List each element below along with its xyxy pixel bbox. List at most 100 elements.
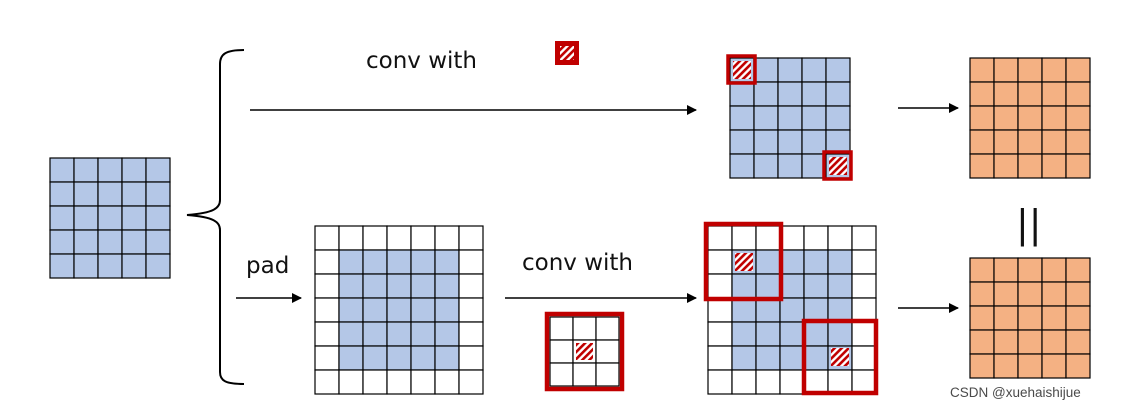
grid-cell: [1041, 257, 1067, 283]
grid-cell: [969, 153, 995, 179]
grid-cell: [755, 225, 781, 251]
grid-cell: [827, 225, 853, 251]
grid-cell: [458, 345, 484, 371]
grid-cell: [1065, 329, 1091, 355]
grid-cell: [73, 157, 99, 183]
grid-cell: [969, 329, 995, 355]
conv-with-label-top: conv with: [366, 48, 477, 74]
grid-cell: [827, 321, 853, 347]
grid-cell: [1065, 281, 1091, 307]
grid-cell: [410, 273, 436, 299]
kernel-window-top-left: [703, 221, 784, 302]
grid-cell: [458, 249, 484, 275]
grid-cell: [458, 321, 484, 347]
hatched-cell: [576, 343, 593, 360]
grid-cell: [993, 257, 1019, 283]
pad-label: pad: [246, 253, 289, 279]
grid-cell: [1017, 281, 1043, 307]
grid-cell: [1017, 329, 1043, 355]
grid-cell: [993, 105, 1019, 131]
grid-cell: [386, 345, 412, 371]
grid-cell: [49, 253, 75, 279]
grid-cell: [1017, 129, 1043, 155]
grid-cell: [969, 353, 995, 379]
grid-cell: [595, 339, 620, 364]
grid-cell: [803, 369, 829, 395]
grid-cell: [803, 225, 829, 251]
grid-cell: [362, 297, 388, 323]
grid-cell: [73, 253, 99, 279]
grid-cell: [362, 369, 388, 395]
grid-cell: [362, 345, 388, 371]
branch-bracket: [186, 49, 245, 385]
grid-cell: [338, 297, 364, 323]
grid-cell: [779, 273, 805, 299]
grid-cell: [314, 321, 340, 347]
grid-cell: [1041, 105, 1067, 131]
grid-cell: [1041, 281, 1067, 307]
grid-cell: [777, 153, 803, 179]
grid-cell: [458, 297, 484, 323]
grid-cell: [338, 321, 364, 347]
grid-cell: [549, 339, 574, 364]
grid-cell: [1065, 305, 1091, 331]
grid-cell: [969, 129, 995, 155]
grid-cell: [362, 249, 388, 275]
grid-cell: [753, 81, 779, 107]
grid-cell: [803, 321, 829, 347]
grid-cell: [827, 297, 853, 323]
grid-cell: [145, 205, 171, 231]
grid-cell: [1017, 353, 1043, 379]
conv-with-label-bottom: conv with: [522, 250, 633, 276]
grid-cell: [993, 305, 1019, 331]
grid-cell: [779, 345, 805, 371]
grid-cell: [1041, 57, 1067, 83]
grid-cell: [410, 249, 436, 275]
grid-cell: [1017, 105, 1043, 131]
grid-cell: [145, 253, 171, 279]
grid-cell: [969, 305, 995, 331]
grid-cell: [434, 369, 460, 395]
grid-cell: [707, 225, 733, 251]
grid-cell: [434, 273, 460, 299]
grid-cell: [969, 57, 995, 83]
grid-cell: [993, 153, 1019, 179]
grid-cell: [779, 225, 805, 251]
grid-cell: [731, 273, 757, 299]
grid-cell: [572, 362, 597, 387]
grid-cell: [753, 57, 779, 83]
grid-cell: [49, 205, 75, 231]
grid-cell: [777, 57, 803, 83]
grid-cell: [969, 281, 995, 307]
grid-cell: [801, 153, 827, 179]
grid-cell: [779, 369, 805, 395]
padded-matrix: [314, 225, 484, 395]
grid-cell: [434, 321, 460, 347]
grid-cell: [434, 225, 460, 251]
grid-cell: [755, 273, 781, 299]
grid-cell: [434, 345, 460, 371]
kernel-3x3-border: [544, 311, 625, 392]
watermark: CSDN @xuehaishijue: [950, 385, 1081, 400]
grid-cell: [314, 249, 340, 275]
grid-cell: [572, 316, 597, 341]
grid-cell: [145, 157, 171, 183]
grid-cell: [729, 105, 755, 131]
grid-cell: [1017, 305, 1043, 331]
grid-cell: [753, 105, 779, 131]
kernel-1x1-icon: [555, 41, 579, 65]
grid-cell: [707, 345, 733, 371]
grid-cell: [1041, 305, 1067, 331]
grid-cell: [777, 129, 803, 155]
grid-cell: [827, 249, 853, 275]
grid-cell: [434, 249, 460, 275]
hatched-cell: [831, 348, 849, 366]
grid-cell: [1017, 153, 1043, 179]
grid-cell: [49, 157, 75, 183]
grid-cell: [362, 321, 388, 347]
grid-cell: [410, 321, 436, 347]
grid-cell: [73, 205, 99, 231]
grid-cell: [993, 353, 1019, 379]
grid-cell: [49, 229, 75, 255]
